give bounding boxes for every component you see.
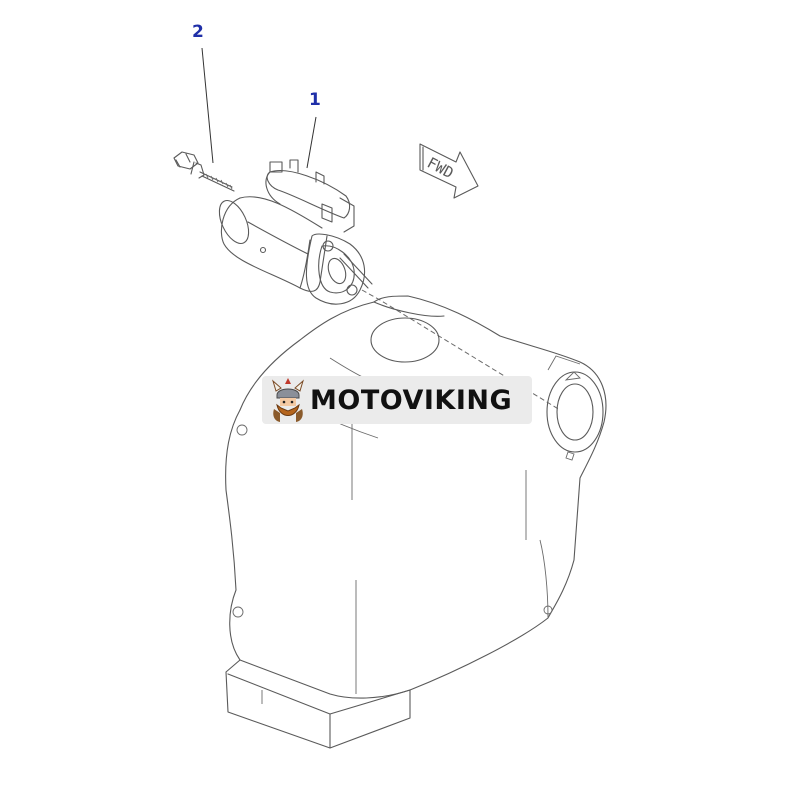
callout-leader-1: [306, 116, 317, 169]
mounting-axis: [361, 289, 561, 411]
starter-motor: [218, 159, 373, 305]
fwd-arrow: [419, 143, 479, 199]
viking-mascot-icon: [272, 378, 304, 422]
fwd-arrow-label: FWD: [424, 154, 456, 183]
flywheel-housing: [225, 295, 607, 749]
watermark-text: MOTOVIKING: [310, 384, 513, 416]
callout-leader-2: [201, 47, 214, 164]
callout-number-2: 2: [192, 22, 204, 42]
watermark: MOTOVIKING: [262, 376, 532, 424]
callout-number-1: 1: [309, 90, 321, 110]
bolt: [173, 151, 235, 192]
